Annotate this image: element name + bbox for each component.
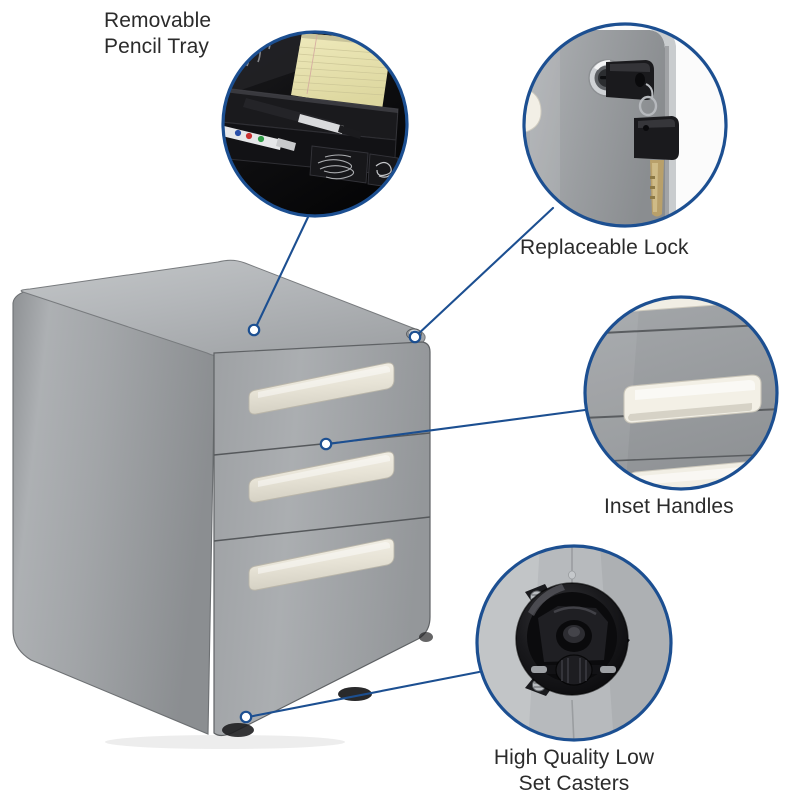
leader-line-replaceable-lock — [414, 206, 555, 338]
key-spare — [634, 116, 679, 217]
callout-label-inset-handles: Inset Handles — [604, 495, 734, 518]
cabinet-side-panel — [12, 289, 216, 735]
caster-wheel-hub — [531, 654, 616, 686]
product-shadow — [105, 735, 345, 749]
hotspot-low-set-casters[interactable] — [239, 710, 253, 724]
key-ring — [638, 95, 658, 117]
leader-line-casters — [246, 670, 481, 719]
drawer-handle-top[interactable] — [248, 362, 395, 415]
drawer-handle-middle[interactable] — [248, 451, 395, 503]
zoom-inset-low-set-casters — [475, 544, 673, 742]
zoom-ring-replaceable-lock — [522, 22, 728, 228]
hotspot-pencil-tray[interactable] — [247, 323, 261, 337]
zoom-inset-replaceable-lock — [522, 22, 728, 228]
drawer-handle-bottom[interactable] — [248, 538, 395, 591]
key-inserted — [606, 60, 654, 100]
callout-label-replaceable-lock: Replaceable Lock — [520, 236, 689, 259]
cabinet-front-panel — [213, 341, 431, 737]
callout-label-low-set-casters: High Quality Low Set Casters — [493, 746, 655, 795]
zoom-inset-pencil-tray — [221, 30, 409, 218]
leader-line-pencil-tray — [253, 213, 311, 331]
callout-label-pencil-tray: Removable Pencil Tray — [104, 9, 212, 58]
pens-in-tray — [223, 98, 362, 151]
caster-wheels — [222, 632, 433, 737]
inset-handle-middle[interactable] — [623, 374, 762, 424]
zoom-ring-low-set-casters — [475, 544, 673, 742]
paperclip-compartments — [309, 145, 399, 189]
zoom-ring-pencil-tray — [221, 30, 409, 218]
leader-line-inset-handles — [326, 408, 587, 446]
hotspot-inset-handles[interactable] — [319, 437, 333, 451]
zoom-ring-inset-handles — [583, 295, 779, 491]
caster-assembly — [515, 582, 630, 696]
hotspot-replaceable-lock[interactable] — [408, 330, 422, 344]
